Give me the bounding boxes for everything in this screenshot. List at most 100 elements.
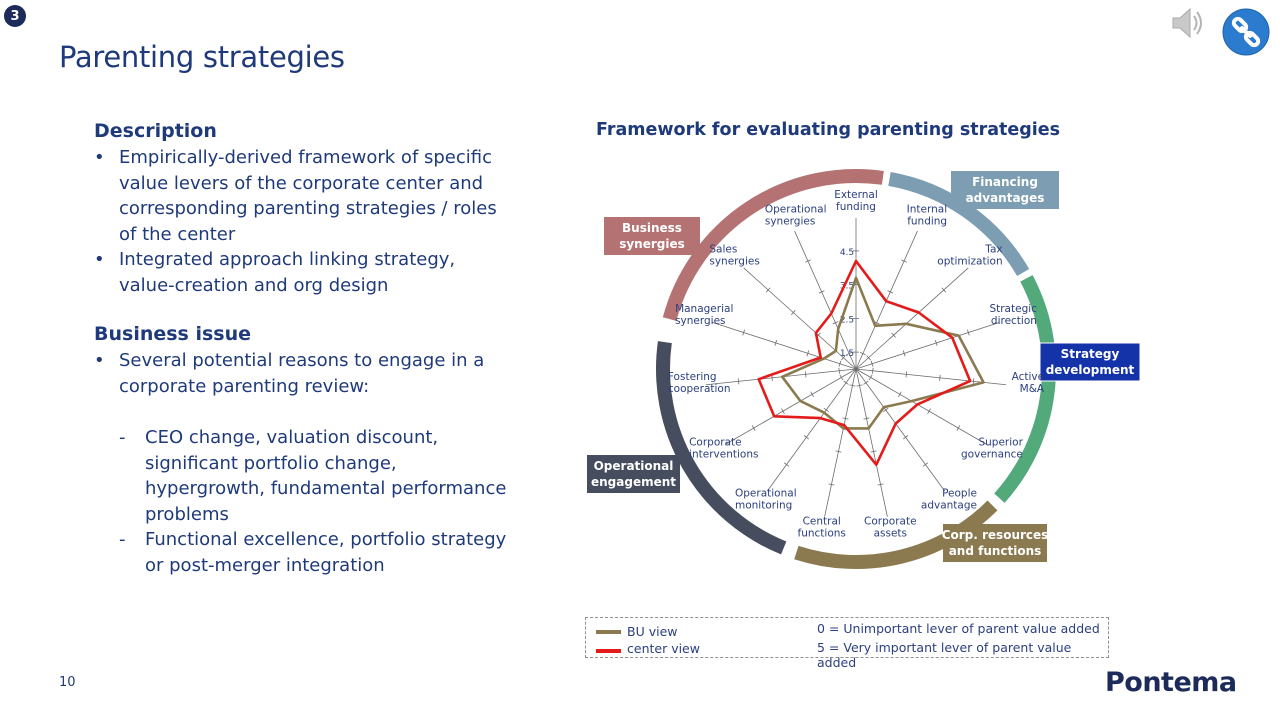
- segment-label: Strategy: [1061, 347, 1120, 361]
- radar-tick-label: 4.5: [840, 248, 854, 258]
- link-icon[interactable]: [1220, 8, 1272, 56]
- radar-tick: [856, 384, 863, 387]
- radar-tick-label: 1.5: [840, 349, 854, 359]
- radar-tick: [897, 391, 902, 398]
- radar-tick: [751, 425, 756, 431]
- legend-label-bu: BU view: [627, 624, 678, 639]
- segment-label-box: [951, 171, 1059, 209]
- radar-tick: [887, 290, 894, 294]
- radar-spoke: [725, 368, 857, 445]
- radar-tick: [842, 417, 849, 420]
- speaker-icon[interactable]: [1168, 4, 1208, 42]
- radar-tick: [835, 450, 842, 453]
- radar-tick: [790, 310, 796, 316]
- radar-tick-label: 3.5: [840, 282, 854, 292]
- business-issue-sublist: -CEO change, valuation discount, signifi…: [94, 425, 514, 578]
- description-list: •Empirically-derived framework of specif…: [94, 145, 514, 298]
- chart-legend: BU view center view 0 = Unimportant leve…: [585, 617, 1109, 670]
- business-issue-list: •Several potential reasons to engage in …: [94, 348, 514, 399]
- segment-label: advantages: [966, 191, 1045, 205]
- radar-tick: [967, 329, 970, 336]
- segment-arc: [888, 172, 1030, 277]
- radar-tick: [883, 407, 889, 413]
- radar-tick: [956, 425, 961, 431]
- segment-label-box: [604, 217, 700, 255]
- segment-label-box: [1039, 342, 1141, 382]
- radar-tick: [806, 350, 810, 357]
- list-item: •Several potential reasons to engage in …: [94, 350, 485, 397]
- pontema-logo: Pontema: [1105, 667, 1237, 698]
- list-item: -Functional excellence, portfolio strate…: [119, 529, 507, 576]
- radar-tick: [765, 287, 771, 293]
- radar-spoke: [855, 368, 987, 445]
- segment-arc: [656, 341, 787, 555]
- radar-tick: [841, 355, 846, 361]
- radar-tick: [934, 339, 938, 346]
- radar-tick: [737, 378, 740, 385]
- bu-view-series: [780, 276, 985, 430]
- radar-spoke: [766, 368, 857, 492]
- slide-number-badge: 3: [4, 5, 26, 27]
- legend-swatch-bu: [596, 630, 621, 634]
- radar-spoke: [824, 368, 857, 517]
- radar-tick: [859, 351, 866, 356]
- radar-spoke: [743, 267, 857, 370]
- radar-spoke: [855, 368, 946, 492]
- radar-spoke: [794, 230, 857, 370]
- segment-label: engagement: [591, 475, 676, 489]
- chart-title: Framework for evaluating parenting strat…: [596, 120, 1061, 140]
- radar-tick: [863, 417, 870, 420]
- radar-tick: [891, 332, 896, 338]
- segment-label: and functions: [949, 544, 1042, 558]
- radar-tick: [866, 355, 871, 361]
- list-item: •Integrated approach linking strategy, v…: [94, 249, 456, 296]
- list-item: •Empirically-derived framework of specif…: [94, 147, 497, 245]
- radar-tick: [868, 374, 873, 381]
- segment-label: Business: [622, 221, 682, 235]
- radar-tick: [783, 462, 790, 467]
- segment-label: Operational: [594, 459, 674, 473]
- radar-tick: [774, 339, 778, 346]
- radar-tick: [972, 378, 975, 385]
- radar-tick: [905, 371, 908, 378]
- segment-label-box: [587, 455, 680, 493]
- radar-spoke: [855, 368, 888, 517]
- radar-tick: [846, 351, 853, 356]
- legend-label-center: center view: [627, 641, 700, 656]
- legend-note-zero: 0 = Unimportant lever of parent value ad…: [817, 621, 1100, 636]
- center-view-series: [757, 259, 972, 467]
- text-column: Description •Empirically-derived framewo…: [94, 119, 514, 578]
- segment-arc: [994, 275, 1056, 503]
- radar-tick: [828, 483, 835, 486]
- radar-tick: [870, 450, 877, 453]
- radar-spoke: [712, 321, 857, 370]
- segment-label: development: [1046, 363, 1135, 377]
- radar-tick: [863, 380, 869, 385]
- page-title: Parenting strategies: [59, 40, 345, 74]
- radar-tick: [781, 408, 785, 414]
- radar-tick: [805, 259, 811, 263]
- radar-tick-label: 2.5: [840, 315, 854, 325]
- segment-label: synergies: [619, 237, 685, 251]
- radar-tick: [902, 350, 906, 357]
- radar-tick: [901, 259, 907, 263]
- radar-tick: [839, 374, 844, 381]
- legend-swatch-center: [596, 649, 621, 653]
- radar-tick: [877, 483, 884, 486]
- radar-tick: [838, 360, 842, 367]
- radar-tick: [849, 384, 856, 387]
